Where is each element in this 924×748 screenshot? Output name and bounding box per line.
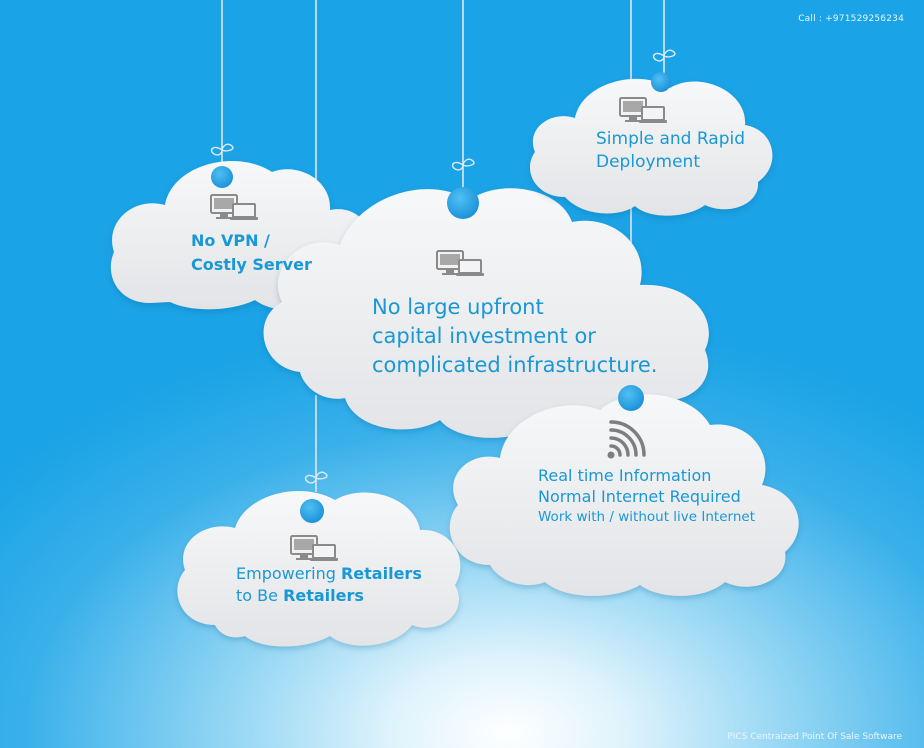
- footer-tagline: PICS Centraized Point Of Sale Software: [727, 732, 902, 742]
- simple-label: Simple and Rapid Deployment: [596, 129, 745, 172]
- vpn-label: No VPN / Costly Server: [191, 231, 312, 274]
- cloud-empower: [177, 490, 461, 647]
- cloud-simple: [529, 78, 773, 216]
- empower-label: Empowering Retailers to Be Retailers: [236, 564, 422, 605]
- tag-empower: [300, 499, 324, 523]
- realtime-label: Real time Information Normal Internet Re…: [538, 466, 755, 525]
- main-label: No large upfront capital investment or c…: [372, 295, 658, 377]
- cloud-realtime: [449, 394, 799, 596]
- tag-vpn: [211, 166, 233, 188]
- wifi-signal-icon: [607, 420, 646, 459]
- string-bows: [210, 49, 676, 484]
- hanging-tags: [211, 72, 671, 523]
- tag-realtime: [618, 385, 644, 411]
- tag-simple: [651, 72, 671, 92]
- tag-main: [447, 187, 479, 219]
- cloud-main: [263, 188, 709, 438]
- call-number: Call : +971529256234: [798, 14, 904, 24]
